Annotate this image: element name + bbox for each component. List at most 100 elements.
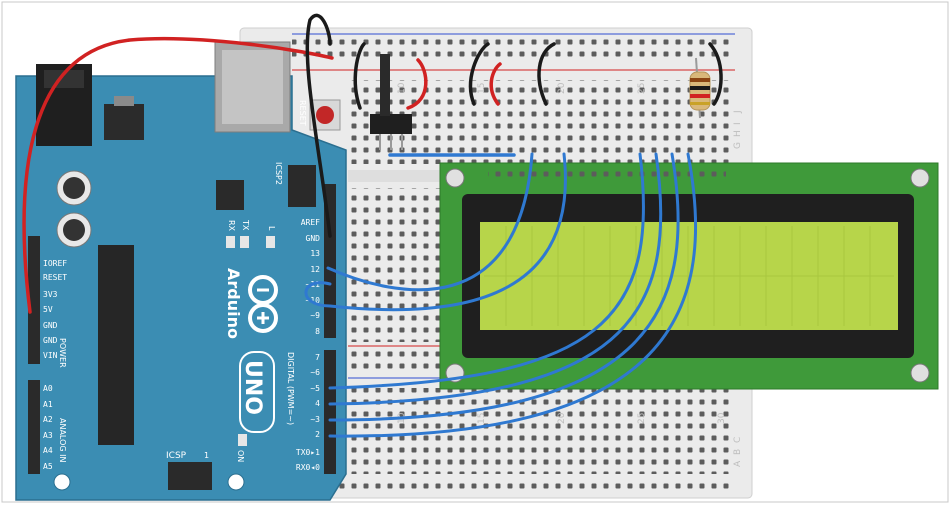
svg-text:25: 25 bbox=[637, 413, 647, 424]
power-header bbox=[28, 236, 40, 364]
pin-label-5v: 5V bbox=[43, 305, 53, 314]
svg-text:~10: ~10 bbox=[306, 296, 321, 305]
arduino-brand: Arduino bbox=[224, 268, 243, 339]
on-led bbox=[238, 434, 247, 446]
pin-label-ioref: IOREF bbox=[43, 259, 67, 268]
pin-label-3: ~3 bbox=[310, 415, 320, 424]
dc-jack-inner bbox=[44, 70, 84, 88]
potentiometer-base bbox=[370, 114, 412, 134]
pin-label-aref: AREF bbox=[301, 218, 320, 227]
mounting-hole bbox=[227, 473, 245, 491]
svg-text:12: 12 bbox=[310, 265, 320, 274]
col-num-top: 20 bbox=[557, 82, 567, 94]
svg-text:20: 20 bbox=[557, 412, 567, 424]
wire-blue-rs bbox=[326, 152, 534, 292]
svg-text:20: 20 bbox=[557, 82, 567, 94]
wire-black-pot bbox=[353, 42, 366, 110]
pin-label-a1: A1 bbox=[43, 400, 53, 409]
svg-text:ANALOG IN: ANALOG IN bbox=[58, 418, 67, 463]
icsp-header bbox=[168, 462, 212, 490]
svg-text:A2: A2 bbox=[43, 415, 53, 424]
svg-text:4: 4 bbox=[315, 399, 320, 408]
svg-text:A1: A1 bbox=[43, 400, 53, 409]
arduino-logo-icon bbox=[248, 275, 278, 333]
icsp2-label: ICSP2 bbox=[274, 162, 283, 185]
digital-label: DIGITAL (PWM=~) bbox=[286, 352, 295, 425]
pin-label-reset: RESET bbox=[43, 273, 67, 282]
pin-label-vin: VIN bbox=[43, 351, 58, 360]
svg-text:10: 10 bbox=[397, 82, 407, 94]
row-letter: I bbox=[733, 122, 743, 125]
col-num-bottom: 20 bbox=[557, 412, 567, 424]
pin-label-12: 12 bbox=[310, 265, 320, 274]
svg-text:G: G bbox=[733, 142, 743, 149]
mounting-hole bbox=[53, 473, 71, 491]
bottom-rail-holes bbox=[255, 480, 735, 492]
svg-text:1: 1 bbox=[204, 451, 209, 460]
col-num-bottom: 30 bbox=[717, 412, 727, 424]
analog-label: ANALOG IN bbox=[58, 418, 67, 463]
wire-red-vdd bbox=[489, 62, 502, 106]
pin-label-a5: A5 bbox=[43, 462, 53, 471]
svg-text:RX: RX bbox=[227, 220, 236, 232]
on-label: ON bbox=[236, 450, 245, 462]
svg-text:5V: 5V bbox=[43, 305, 53, 314]
pin-label-8: 8 bbox=[315, 327, 320, 336]
wire-red-5v bbox=[22, 36, 334, 314]
svg-text:A0: A0 bbox=[43, 384, 53, 393]
svg-text:A3: A3 bbox=[43, 431, 53, 440]
row-letter: J bbox=[733, 110, 743, 114]
wire-blue-d5 bbox=[328, 152, 663, 406]
pin-label-2: 2 bbox=[315, 430, 320, 439]
svg-text:~5: ~5 bbox=[310, 384, 320, 393]
uno-outline bbox=[239, 351, 275, 433]
reset-label: RESET bbox=[298, 100, 307, 126]
pin-label-9: ~9 bbox=[310, 311, 320, 320]
col-num-bottom: 15 bbox=[477, 413, 487, 424]
svg-text:RESET: RESET bbox=[43, 273, 67, 282]
col-num-top: 15 bbox=[477, 83, 487, 94]
resistor-band bbox=[690, 94, 710, 98]
lower-terminal-holes-left bbox=[348, 188, 444, 342]
wire-blue-d4 bbox=[328, 152, 645, 390]
pin-label-7: 7 bbox=[315, 353, 320, 362]
svg-text:H: H bbox=[733, 130, 743, 137]
svg-text:30: 30 bbox=[717, 412, 727, 424]
icsp-pin1: 1 bbox=[204, 451, 209, 460]
svg-text:ICSP2: ICSP2 bbox=[274, 162, 283, 185]
tx-label: TX bbox=[241, 219, 250, 231]
pin-label-rx: RX0◂0 bbox=[296, 463, 320, 472]
pin-label-10: ~10 bbox=[306, 296, 321, 305]
svg-text:7: 7 bbox=[315, 353, 320, 362]
svg-text:GND: GND bbox=[43, 336, 58, 345]
lower-terminal-holes bbox=[348, 388, 732, 474]
svg-text:POWER: POWER bbox=[58, 338, 67, 368]
potentiometer-knob[interactable] bbox=[380, 54, 390, 116]
svg-text:RX0◂0: RX0◂0 bbox=[296, 463, 320, 472]
svg-text:UNO: UNO bbox=[240, 360, 265, 415]
capacitor-1-top bbox=[63, 177, 85, 199]
svg-text:13: 13 bbox=[310, 249, 320, 258]
power-label: POWER bbox=[58, 338, 67, 368]
col-num-top: 10 bbox=[397, 82, 407, 94]
reset-button-cap[interactable] bbox=[316, 106, 334, 124]
svg-text:3V3: 3V3 bbox=[43, 290, 58, 299]
resistor bbox=[689, 57, 711, 119]
microcontroller bbox=[98, 245, 134, 445]
svg-text:RESET: RESET bbox=[298, 100, 307, 126]
uno-model: UNO bbox=[240, 360, 265, 415]
pin-label-13: 13 bbox=[310, 249, 320, 258]
l-led bbox=[266, 236, 275, 248]
svg-text:2: 2 bbox=[315, 430, 320, 439]
pin-label-4: 4 bbox=[315, 399, 320, 408]
row-letter: B bbox=[733, 449, 743, 455]
wire-black-vss bbox=[468, 42, 490, 106]
wire-blue-d7 bbox=[328, 152, 698, 438]
svg-text:I: I bbox=[733, 122, 743, 125]
pin-label-a3: A3 bbox=[43, 431, 53, 440]
potentiometer[interactable] bbox=[370, 54, 412, 150]
svg-text:AREF: AREF bbox=[301, 218, 320, 227]
svg-text:~9: ~9 bbox=[310, 311, 320, 320]
svg-text:DIGITAL (PWM=~): DIGITAL (PWM=~) bbox=[286, 352, 295, 425]
wire-black-rw bbox=[537, 42, 556, 106]
